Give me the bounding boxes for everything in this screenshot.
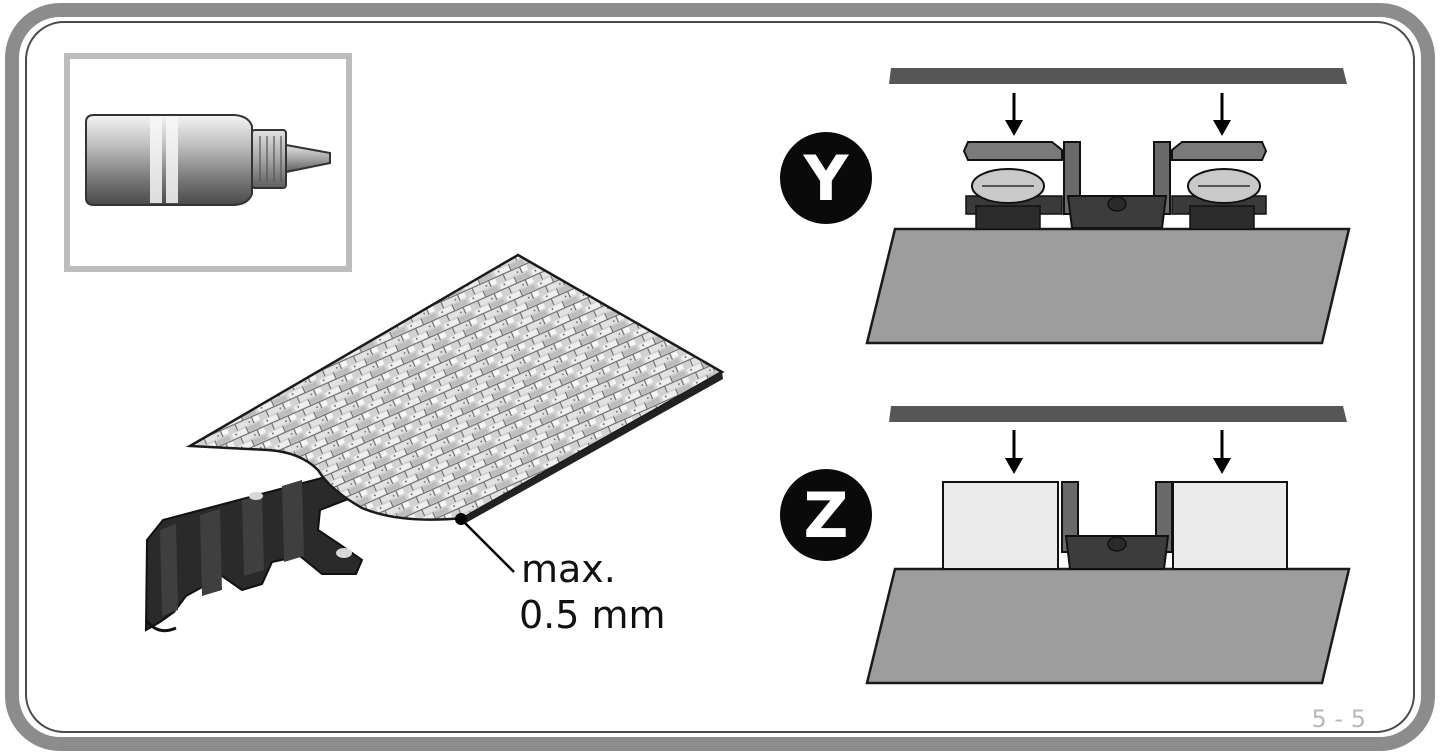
screw-right	[1171, 168, 1267, 230]
panel-y: Y	[780, 68, 1351, 345]
top-bar	[889, 68, 1347, 84]
annotation-line-1: max.	[521, 547, 616, 591]
thickness-callout: max. 0.5 mm	[455, 513, 666, 637]
top-bar	[889, 406, 1347, 422]
screw-left	[965, 168, 1063, 230]
badge-y: Y	[780, 132, 872, 224]
clamp-right	[1171, 141, 1268, 161]
clamp-left	[962, 141, 1063, 161]
annotation-line-2: 0.5 mm	[519, 593, 666, 637]
inner-frame	[25, 21, 1415, 733]
badge-y-letter: Y	[803, 142, 850, 215]
page-number: 5 - 5	[1312, 705, 1366, 733]
glue-panel	[64, 53, 352, 272]
down-arrow-icon	[1213, 93, 1231, 136]
badge-z-letter: Z	[804, 479, 849, 552]
base-slab	[865, 227, 1351, 345]
leader-line	[460, 518, 515, 573]
rail-part-illustration	[144, 468, 364, 633]
down-arrow-icon	[1005, 430, 1023, 474]
stone-sheet	[185, 253, 725, 524]
panel-z: Z	[780, 406, 1351, 685]
down-arrow-icon	[1213, 430, 1231, 474]
badge-z: Z	[780, 469, 872, 561]
spacer-block-left	[942, 481, 1059, 570]
base-slab	[865, 567, 1351, 685]
down-arrow-icon	[1005, 93, 1023, 136]
spacer-block-right	[1172, 481, 1288, 570]
glue-bottle-icon	[85, 114, 331, 206]
